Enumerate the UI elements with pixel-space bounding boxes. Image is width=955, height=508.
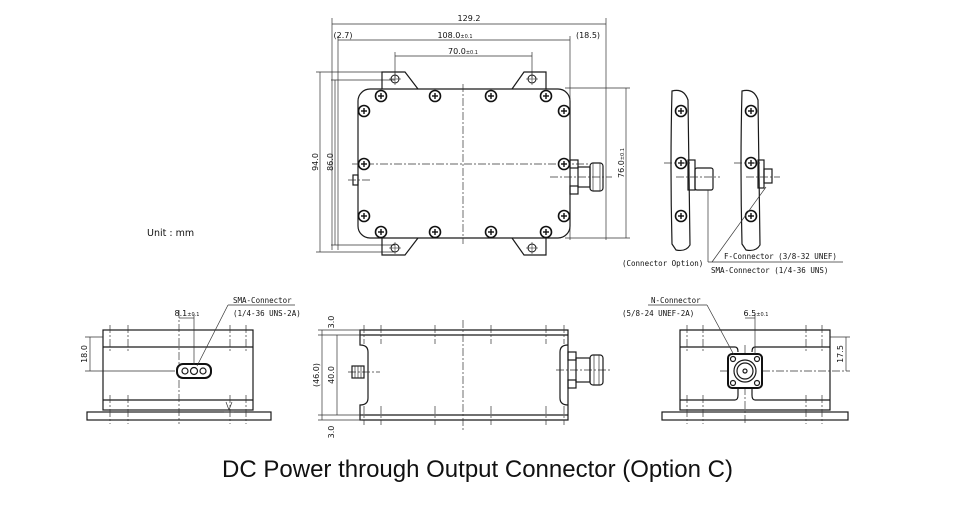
dim-body-width: 108.0±0.1 <box>437 31 472 40</box>
dim-left-offset: (2.7) <box>334 31 353 40</box>
dim-hole-spacing: 70.0±0.1 <box>448 47 478 56</box>
dim-mount-height: 76.0±0.1 <box>617 148 626 178</box>
right-connector-name: N-Connector <box>651 296 701 305</box>
dim-overall-height: 94.0 <box>311 153 320 171</box>
dim-right-offset: (18.5) <box>576 31 600 40</box>
left-end-view: 18.0 8.1±0.1 SMA-Connector (1/4-36 UNS-2… <box>80 296 301 424</box>
unit-label: Unit : mm <box>147 228 195 239</box>
f-connector-icon <box>694 167 714 191</box>
n-connector-face-icon <box>727 353 763 389</box>
sma-connector-icon <box>763 168 773 184</box>
n-connector-icon <box>550 159 612 195</box>
enclosure-body <box>357 88 571 239</box>
right-connector-spec: (5/8-24 UNEF-2A) <box>622 309 694 318</box>
left-connector-name: SMA-Connector <box>233 296 292 305</box>
dim-flange-bottom: 3.0 <box>327 426 336 439</box>
dim-left-offset: 8.1±0.1 <box>175 309 200 318</box>
sma-connector-face-icon <box>176 363 212 379</box>
connector-option-view: (Connector Option) F-Connector (3/8-32 U… <box>622 89 843 275</box>
side-view: 3.0 3.0 (46.0) 40.0 <box>312 316 610 439</box>
sma-connector-label: SMA-Connector (1/4-36 UNS) <box>711 266 828 275</box>
sma-connector-side-icon <box>351 365 365 379</box>
left-connector-spec: (1/4-36 UNS-2A) <box>233 309 301 318</box>
f-connector-label: F-Connector (3/8-32 UNEF) <box>724 252 837 261</box>
mounting-tab <box>511 71 547 90</box>
drawing-caption: DC Power through Output Connector (Optio… <box>222 456 733 483</box>
right-end-view: 6.5±0.1 17.5 N-Connector (5/8-24 UNEF-2A… <box>622 296 850 424</box>
dim-side-body-height: 40.0 <box>327 366 336 384</box>
dim-right-height: 17.5 <box>836 345 845 363</box>
n-connector-side-icon <box>567 351 604 389</box>
dim-flange-top: 3.0 <box>327 316 336 329</box>
dim-inner-height: 86.0 <box>326 153 335 171</box>
dim-right-offset: 6.5±0.1 <box>744 309 769 318</box>
connector-option-label: (Connector Option) <box>622 259 703 268</box>
top-view: 129.2 (2.7) 108.0±0.1 (18.5) 70.0±0.1 94… <box>311 14 630 256</box>
dim-left-height: 18.0 <box>80 345 89 363</box>
dim-overall-width: 129.2 <box>458 14 481 23</box>
mounting-tab <box>381 237 419 256</box>
mounting-tab <box>511 237 547 256</box>
dim-side-overall-height: (46.0) <box>312 363 321 387</box>
mounting-tab <box>381 71 419 90</box>
